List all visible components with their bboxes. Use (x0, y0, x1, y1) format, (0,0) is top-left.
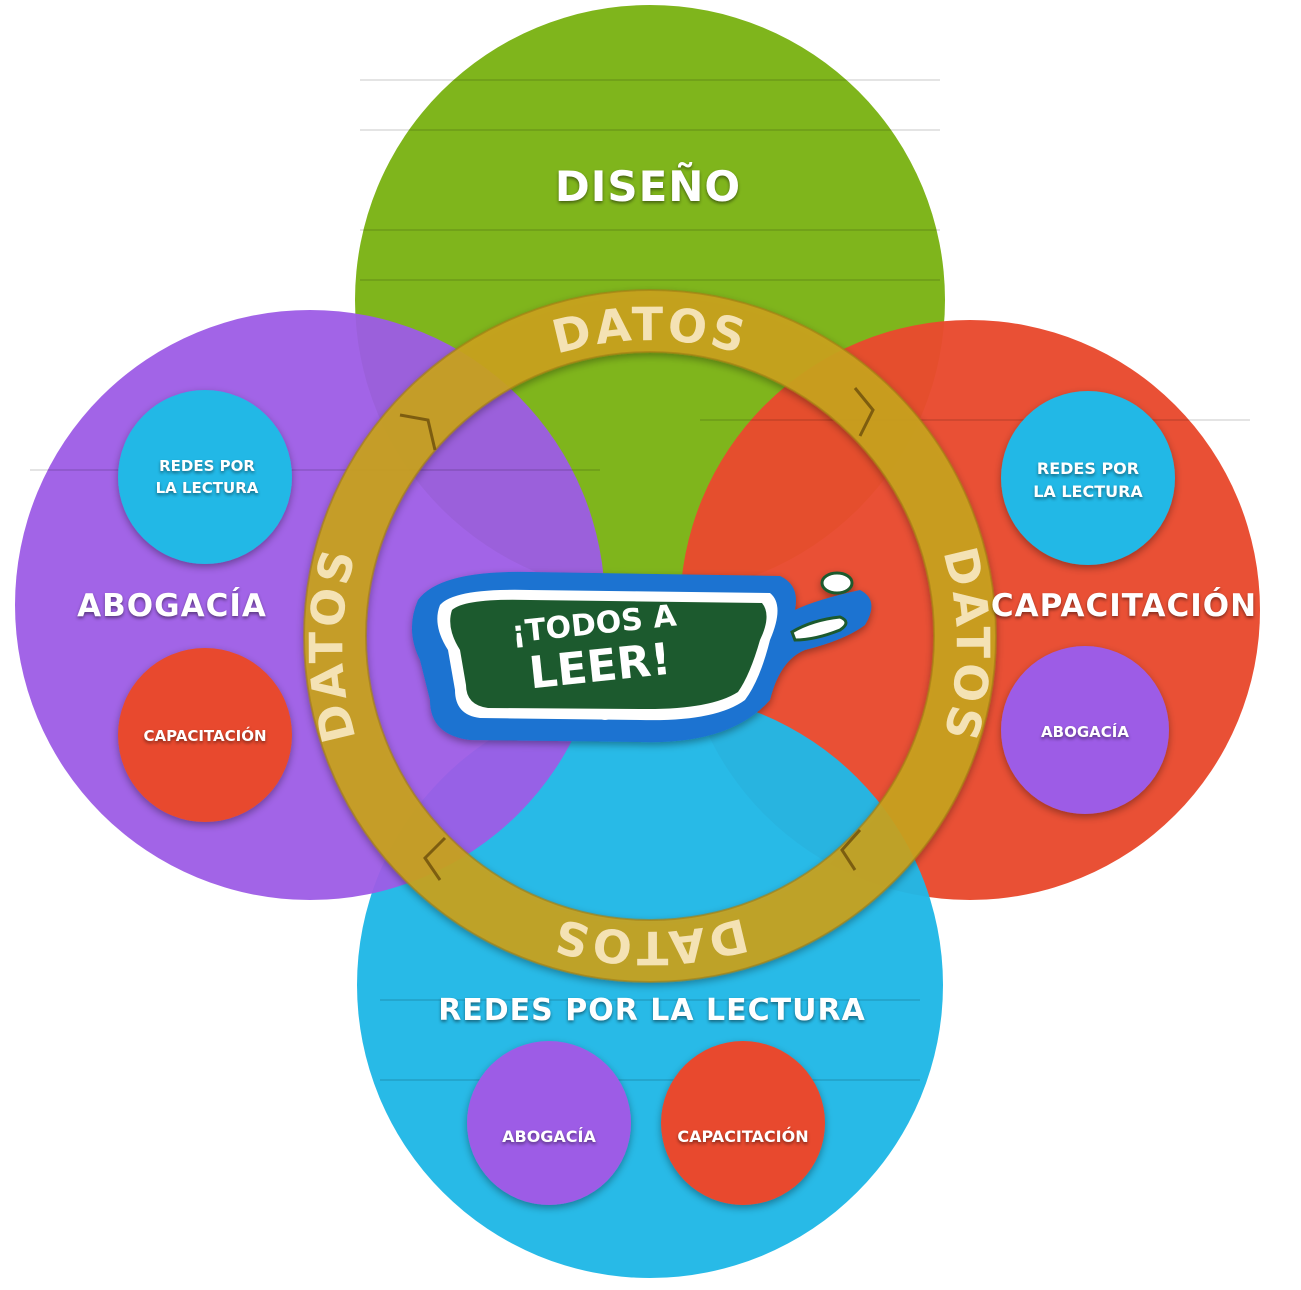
bottom-sub-abogacia-label: ABOGACÍA (502, 1127, 596, 1146)
bottom-sub-capacitacion-label: CAPACITACIÓN (677, 1127, 809, 1146)
left-sub-redes-label: REDES POR LA LECTURA (156, 455, 259, 499)
sub-circle-right-redes (1001, 391, 1175, 565)
texture-stripes (30, 79, 1250, 1081)
left-sub-capacitacion-label: CAPACITACIÓN (143, 727, 267, 745)
right-sub-redes-line1: REDES POR (1036, 459, 1140, 478)
sub-circle-left-redes (118, 390, 292, 564)
right-sub-abogacia-label: ABOGACÍA (1041, 723, 1129, 741)
todos-a-leer-logo (411, 571, 872, 743)
title-abogacia: ABOGACÍA (77, 588, 267, 624)
datos-ring (303, 289, 997, 983)
sub-circle-left-capacitacion (118, 648, 292, 822)
ring-arrow-marks (399, 387, 875, 881)
right-sub-redes-label: REDES POR LA LECTURA (1033, 457, 1143, 503)
left-sub-redes-line2: LA LECTURA (155, 479, 259, 497)
title-redes-por-la-lectura: REDES POR LA LECTURA (438, 993, 866, 1028)
title-capacitacion: CAPACITACIÓN (990, 588, 1258, 624)
sub-circle-right-abogacia (1001, 646, 1169, 814)
sub-circle-bottom-capacitacion (661, 1041, 825, 1205)
title-diseno: DISEÑO (554, 162, 742, 211)
right-sub-redes-line2: LA LECTURA (1033, 482, 1143, 501)
ring-label-left: DATOS (299, 541, 366, 748)
sub-circle-bottom-abogacia (467, 1041, 631, 1205)
left-sub-redes-line1: REDES POR (159, 457, 255, 475)
